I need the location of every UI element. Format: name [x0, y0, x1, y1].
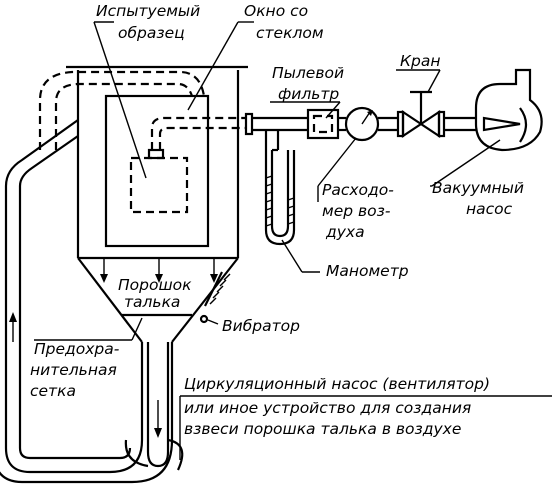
label-circulation-pump-2: или иное устройство для создания — [184, 399, 471, 417]
vacuum-pump — [474, 68, 543, 152]
vibrator — [199, 271, 231, 324]
label-flowmeter-1: Расходо- — [322, 181, 394, 199]
label-test-sample-2: образец — [118, 24, 185, 42]
glass-window — [104, 94, 210, 248]
circulation-duct — [0, 119, 184, 484]
flow-arrows — [100, 258, 218, 283]
label-dust-filter-1: Пылевой — [272, 64, 344, 82]
label-talc-powder-2: талька — [124, 293, 180, 311]
label-flowmeter-3: духа — [325, 223, 365, 241]
label-talc-powder-1: Порошок — [118, 276, 192, 294]
manometer — [264, 148, 296, 246]
label-safety-mesh-1: Предохра- — [34, 340, 120, 358]
dust-filter — [306, 108, 346, 140]
valve — [396, 90, 476, 139]
label-safety-mesh-2: нительная — [30, 361, 117, 379]
flowmeter — [344, 106, 398, 142]
suction-pipeline — [244, 112, 308, 230]
label-circulation-pump-1: Циркуляционный насос (вентилятор) — [184, 375, 490, 393]
label-vacuum-pump-2: насос — [466, 200, 513, 218]
leader-lines — [34, 21, 552, 460]
label-window-1: Окно со — [244, 2, 308, 20]
label-vibrator: Вибратор — [222, 317, 300, 335]
label-flowmeter-2: мер воз- — [322, 202, 391, 220]
label-manometer: Манометр — [326, 262, 409, 280]
label-test-sample-1: Испытуемый — [96, 2, 200, 20]
air-flow-dashed-duct — [38, 70, 246, 150]
test-sample — [129, 156, 189, 214]
label-vacuum-pump-1: Вакуумный — [432, 179, 524, 197]
label-valve: Кран — [400, 52, 440, 70]
label-safety-mesh-3: сетка — [30, 382, 76, 400]
label-circulation-pump-3: взвеси порошка талька в воздухе — [184, 420, 461, 438]
label-dust-filter-2: фильтр — [278, 85, 339, 103]
label-window-2: стеклом — [256, 24, 324, 42]
